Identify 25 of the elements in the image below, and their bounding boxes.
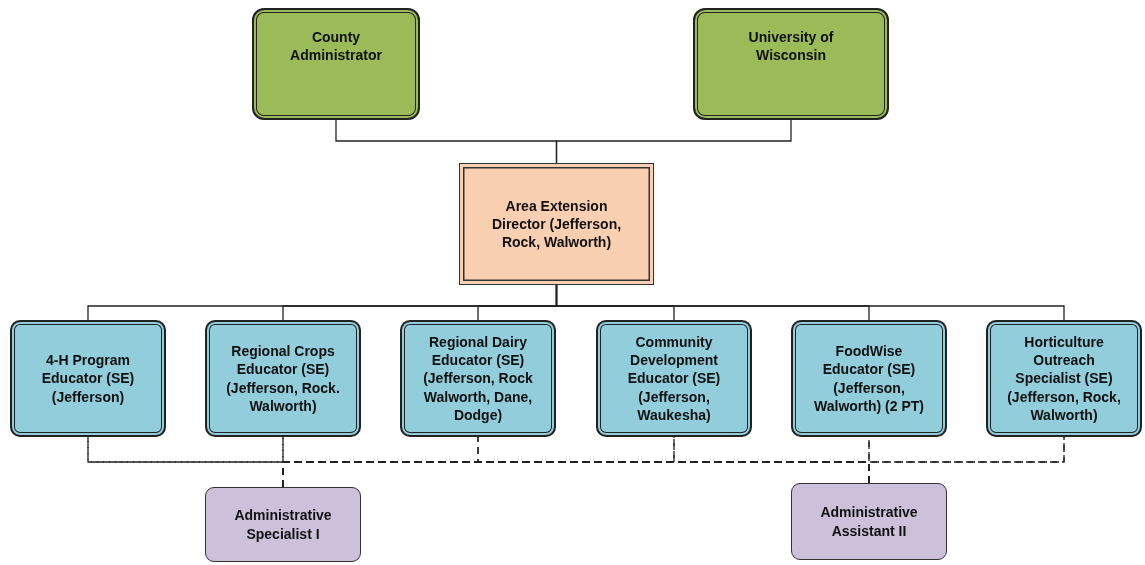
educator-box xyxy=(986,320,1142,437)
dashed-connector xyxy=(868,436,1065,484)
organization-box xyxy=(252,8,420,120)
role-title: Regional Crops Educator (SE) (Jefferson, Rock. Walworth) xyxy=(225,342,341,415)
role-title: Area Extension Director (Jefferson, Rock, Walworth) xyxy=(490,196,623,252)
director-box xyxy=(459,163,654,285)
staff-box xyxy=(205,487,361,562)
educator-box xyxy=(791,320,947,437)
role-title: 4-H Program Educator (SE) (Jefferson) xyxy=(40,351,136,406)
role-title: University of Wisconsin xyxy=(747,27,835,65)
role-title: Administrative Specialist I xyxy=(233,506,333,543)
role-title: Administrative Assistant II xyxy=(819,503,919,540)
connector xyxy=(555,119,792,164)
role-title: Community Development Educator (SE) (Jefferson, Waukesha) xyxy=(626,333,722,424)
connector xyxy=(555,284,1065,321)
role-title: Regional Dairy Educator (SE) (Jefferson, Rock Walworth, Dane, Dodge) xyxy=(422,333,534,424)
role-title: County Administrator xyxy=(290,27,382,65)
educator-box xyxy=(10,320,166,437)
staff-box xyxy=(791,483,947,560)
educator-box xyxy=(205,320,361,437)
role-title: FoodWise Educator (SE) (Jefferson, Walworth) (2 PT) xyxy=(813,342,925,415)
educator-box xyxy=(400,320,556,437)
role-title: Horticulture Outreach Specialist (SE) (Jefferson, Rock, Walworth) xyxy=(1006,333,1122,424)
organization-box xyxy=(693,8,889,120)
educator-box xyxy=(596,320,752,437)
